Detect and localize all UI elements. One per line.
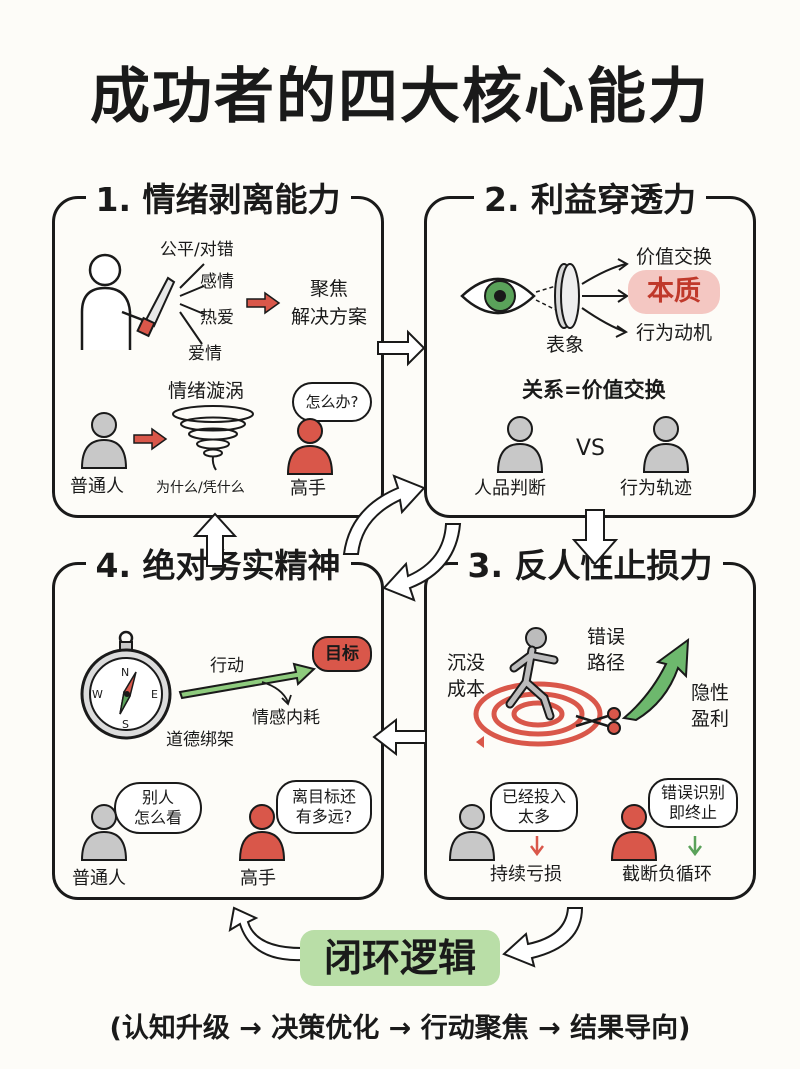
others-view-bubble: 别人 怎么看 bbox=[114, 782, 202, 834]
behavior-motive-label: 行为动机 bbox=[636, 322, 713, 344]
relation-formula: 关系=价值交换 bbox=[522, 378, 666, 402]
cut-rays bbox=[179, 263, 205, 345]
ordinary-caption-2: 普通人 bbox=[72, 868, 126, 889]
target-runner-icon bbox=[473, 627, 603, 748]
loss-down-arrow-icon bbox=[530, 836, 544, 857]
behavior-track-person-icon bbox=[642, 416, 690, 473]
vs-label: VS bbox=[576, 436, 606, 461]
cut-cycle-person-icon bbox=[610, 804, 658, 861]
logic-chain: (认知升级 → 决策优化 → 行动聚焦 → 结果导向) bbox=[109, 1013, 691, 1044]
invested-too-much-bubble: 已经投入 太多 bbox=[490, 782, 578, 832]
ray-label-fairness: 公平/对错 bbox=[160, 240, 234, 260]
path-label: 路径 bbox=[586, 652, 625, 674]
goal-target: 目标 bbox=[312, 636, 372, 672]
ordinary-person-icon-2 bbox=[80, 804, 128, 861]
eye-lens-icon bbox=[460, 258, 629, 338]
moral-kidnap-label: 道德绑架 bbox=[166, 730, 234, 750]
knife-person-icon bbox=[80, 253, 176, 350]
continuing-loss-caption: 持续亏损 bbox=[490, 864, 562, 885]
ray-label-feeling: 感情 bbox=[200, 272, 234, 292]
cost-label: 成本 bbox=[446, 678, 485, 700]
essence-highlight: 本质 bbox=[628, 270, 720, 314]
profit-label: 盈利 bbox=[690, 708, 729, 730]
center-curved-arrow-up bbox=[342, 474, 426, 555]
expert-person-icon bbox=[286, 418, 334, 475]
expert-person-icon-2 bbox=[238, 804, 286, 861]
ordinary-caption: 普通人 bbox=[70, 476, 124, 497]
error-stop-bubble: 错误识别 即终止 bbox=[648, 778, 738, 828]
value-exchange-label: 价值交换 bbox=[636, 246, 713, 268]
character-judge-person-icon bbox=[496, 416, 544, 473]
cut-cycle-caption: 截断负循环 bbox=[622, 864, 712, 885]
continuing-loss-person-icon bbox=[448, 804, 496, 861]
behavior-track-caption: 行为轨迹 bbox=[620, 478, 692, 499]
vortex-label: 情绪漩涡 bbox=[168, 380, 245, 402]
vortex-icon bbox=[172, 405, 254, 471]
distance-to-goal-bubble: 离目标还 有多远? bbox=[276, 780, 372, 834]
why-caption: 为什么/凭什么 bbox=[156, 480, 245, 496]
flow-arrow-1-to-2 bbox=[377, 329, 426, 367]
center-curved-arrow-down bbox=[382, 523, 462, 602]
ray-label-love: 爱情 bbox=[188, 344, 222, 364]
compass-s-label: S bbox=[122, 718, 129, 731]
loop-arrow-left bbox=[228, 906, 303, 962]
box-title-1: 1. 情绪剥离能力 bbox=[55, 173, 381, 221]
expert-speech-bubble: 怎么办? bbox=[292, 382, 372, 422]
ray-label-passion: 热爱 bbox=[200, 308, 234, 328]
compass-n-label: N bbox=[121, 666, 130, 679]
action-label: 行动 bbox=[210, 656, 244, 676]
flow-arrow-3-to-4 bbox=[372, 717, 427, 757]
scissors-icon bbox=[575, 707, 621, 735]
box-interest-penetration: 2. 利益穿透力 bbox=[424, 180, 756, 518]
closed-loop-label: 闭环逻辑 bbox=[300, 930, 500, 986]
wrong-label: 错误 bbox=[586, 626, 625, 648]
expert-caption-2: 高手 bbox=[240, 868, 276, 889]
surface-label: 表象 bbox=[546, 334, 585, 356]
compass-icon bbox=[80, 630, 172, 740]
hidden-label: 隐性 bbox=[690, 682, 729, 704]
page-title: 成功者的四大核心能力 bbox=[90, 62, 710, 132]
action-arrow-icon bbox=[178, 662, 317, 706]
solution-label: 解决方案 bbox=[290, 306, 367, 328]
focus-label: 聚焦 bbox=[309, 278, 348, 300]
sunk-label: 沉没 bbox=[446, 652, 485, 674]
flow-arrow-4-to-1 bbox=[192, 512, 238, 567]
expert-caption: 高手 bbox=[290, 478, 326, 499]
flow-arrow-2-to-3 bbox=[571, 509, 619, 566]
emotional-drain-label: 情感内耗 bbox=[252, 708, 320, 728]
into-vortex-arrow-icon bbox=[133, 427, 168, 451]
box-title-2: 2. 利益穿透力 bbox=[427, 173, 753, 221]
stop-down-arrow-icon bbox=[688, 836, 702, 857]
character-judge-caption: 人品判断 bbox=[474, 478, 546, 499]
profit-trend-arrow-icon bbox=[621, 637, 690, 722]
ordinary-person-icon bbox=[80, 412, 128, 469]
focus-arrow-icon bbox=[246, 291, 281, 315]
compass-e-label: E bbox=[151, 688, 158, 701]
loop-arrow-right bbox=[502, 907, 584, 968]
compass-w-label: W bbox=[92, 688, 103, 701]
